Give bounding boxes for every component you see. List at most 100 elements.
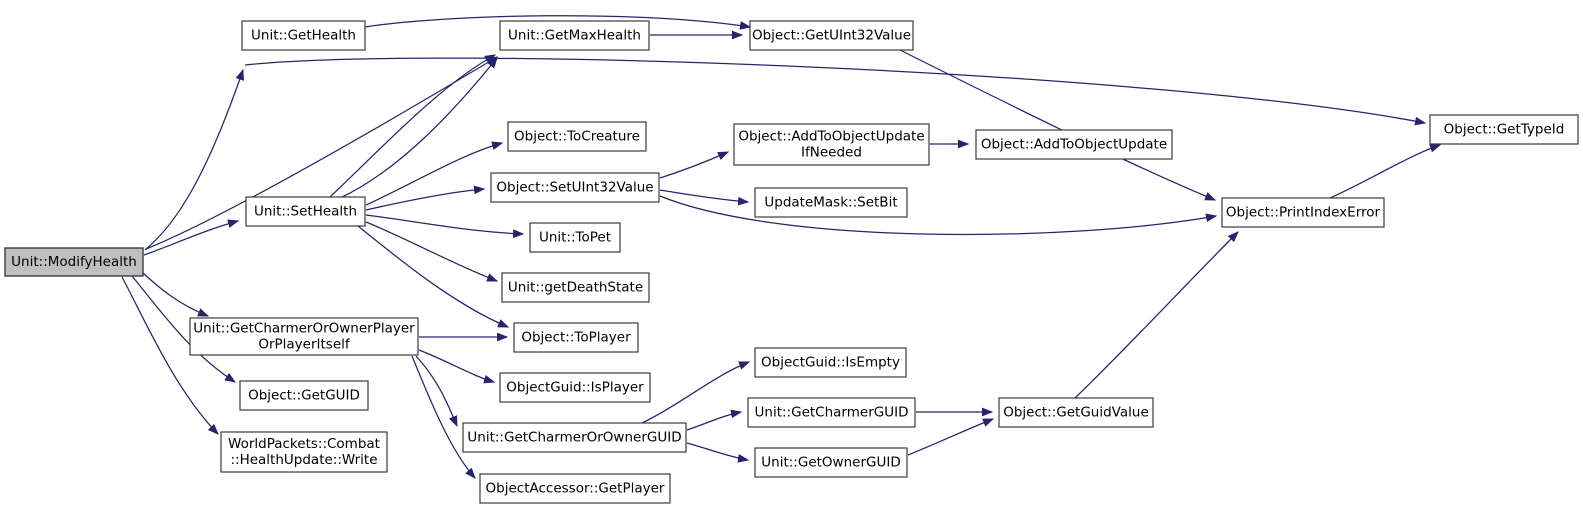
node-box-getownerguid[interactable] [754, 447, 908, 478]
node-box-getcharmerorownerguid[interactable] [462, 422, 687, 453]
graph-node-isplayer[interactable]: ObjectGuid::IsPlayer [499, 372, 651, 403]
node-box-getguidvalue[interactable] [998, 397, 1154, 428]
node-label-addtoobjectupdate: Object::AddToObjectUpdate [981, 137, 1167, 153]
graph-node-healthupdatewrite[interactable]: WorldPackets::Combat::HealthUpdate::Writ… [220, 431, 388, 473]
graph-node-getplayer[interactable]: ObjectAccessor::GetPlayer [479, 473, 671, 504]
node-box-getcharmerorownerplayerorplayeritself[interactable] [189, 317, 419, 356]
graph-node-getguidvalue[interactable]: Object::GetGuidValue [998, 397, 1154, 428]
call-edge-sethealth-to-toplayer [357, 225, 510, 328]
graph-node-getcharmerguid[interactable]: Unit::GetCharmerGUID [747, 397, 916, 428]
graph-node-gettypeid[interactable]: Object::GetTypeId [1429, 114, 1579, 145]
graph-node-getownerguid[interactable]: Unit::GetOwnerGUID [754, 447, 908, 478]
call-edge-modifyhealth-to-sethealth [143, 219, 240, 256]
node-label-getplayer: ObjectAccessor::GetPlayer [486, 481, 665, 497]
node-box-gethealth[interactable] [241, 20, 366, 51]
node-box-sethealth[interactable] [245, 196, 366, 227]
node-box-topet[interactable] [529, 222, 621, 253]
node-label-toplayer: Object::ToPlayer [521, 330, 631, 346]
graph-node-setuint32value[interactable]: Object::SetUInt32Value [490, 172, 660, 203]
node-label-getdeathstate: Unit::getDeathState [508, 280, 643, 296]
call-edge-printindexerror-to-gettypeid [1329, 144, 1442, 199]
node-box-getmaxhealth[interactable] [499, 20, 650, 51]
call-edge-modifyhealth-to-getguid [131, 275, 237, 383]
call-edge-sethealth-to-tocreature [365, 141, 504, 206]
node-label-gethealth: Unit::GetHealth [251, 28, 356, 44]
node-label-getcharmerorownerguid: Unit::GetCharmerOrOwnerGUID [467, 430, 681, 446]
node-label-getcharmerorownerplayerorplayeritself: OrPlayerItself [258, 337, 351, 353]
graph-node-getuint32value[interactable]: Object::GetUInt32Value [749, 20, 914, 51]
call-edge-sethealth-to-getmaxhealth [329, 54, 497, 198]
node-box-gettypeid[interactable] [1429, 114, 1579, 145]
call-edge-sethealth-to-setuint32value [365, 185, 486, 211]
edge-layer [121, 15, 1442, 479]
call-edge-modifyhealth-to-gethealth [144, 68, 244, 251]
graph-node-sethealth[interactable]: Unit::SetHealth [245, 196, 366, 227]
node-label-isempty: ObjectGuid::IsEmpty [761, 355, 900, 371]
node-label-printindexerror: Object::PrintIndexError [1226, 205, 1381, 221]
node-label-setbit: UpdateMask::SetBit [764, 195, 897, 211]
node-box-getuint32value[interactable] [749, 20, 914, 51]
node-label-getcharmerguid: Unit::GetCharmerGUID [755, 405, 909, 421]
node-box-healthupdatewrite[interactable] [220, 431, 388, 473]
node-label-getuint32value: Object::GetUInt32Value [752, 28, 911, 44]
graph-node-toplayer[interactable]: Object::ToPlayer [513, 322, 639, 353]
graph-node-getmaxhealth[interactable]: Unit::GetMaxHealth [499, 20, 650, 51]
call-edge-getcharmerorownerguid-to-getcharmerguid [686, 409, 743, 431]
node-box-isplayer[interactable] [499, 372, 651, 403]
graph-node-modifyhealth[interactable]: Unit::ModifyHealth [4, 247, 144, 277]
node-label-tocreature: Object::ToCreature [514, 129, 640, 145]
call-edge-sethealth-to-getmaxhealth2 [339, 57, 498, 199]
graph-node-getcharmerorownerguid[interactable]: Unit::GetCharmerOrOwnerGUID [462, 422, 687, 453]
call-edge-getuint32value-to-printindexerror [899, 49, 1217, 201]
node-box-modifyhealth[interactable] [4, 247, 144, 277]
graph-node-getcharmerorownerplayerorplayeritself[interactable]: Unit::GetCharmerOrOwnerPlayerOrPlayerIts… [189, 317, 419, 356]
call-edge-getcharmerorownerguid-to-isempty [639, 361, 751, 425]
node-box-toplayer[interactable] [513, 322, 639, 353]
node-box-addtoobjectupdate[interactable] [975, 129, 1173, 160]
call-edge-getguidvalue-to-printindexerror [1074, 231, 1239, 399]
node-box-getdeathstate[interactable] [501, 272, 650, 303]
graph-node-gethealth[interactable]: Unit::GetHealth [241, 20, 366, 51]
graph-node-printindexerror[interactable]: Object::PrintIndexError [1221, 197, 1385, 228]
graph-node-addtoobjectupdate[interactable]: Object::AddToObjectUpdate [975, 129, 1173, 160]
node-label-isplayer: ObjectGuid::IsPlayer [506, 380, 644, 396]
graph-node-isempty[interactable]: ObjectGuid::IsEmpty [754, 347, 907, 378]
call-edge-getcharmerorownerplayerorplayeritself-to-getplayer [411, 355, 476, 479]
node-label-healthupdatewrite: ::HealthUpdate::Write [230, 452, 377, 468]
node-box-printindexerror[interactable] [1221, 197, 1385, 228]
call-edge-modifyhealth-to-healthupdatewrite [121, 276, 219, 435]
node-box-isempty[interactable] [754, 347, 907, 378]
call-edge-getownerguid-to-getguidvalue [907, 418, 995, 456]
node-label-modifyhealth: Unit::ModifyHealth [11, 254, 137, 270]
call-edge-setuint32value-to-setbit [659, 189, 750, 206]
graph-node-tocreature[interactable]: Object::ToCreature [507, 121, 647, 152]
graph-node-topet[interactable]: Unit::ToPet [529, 222, 621, 253]
call-edge-sethealth-to-getdeathstate [365, 221, 499, 282]
call-edge-sethealth-to-topet [365, 214, 525, 238]
node-box-getplayer[interactable] [479, 473, 671, 504]
node-label-addtoobjectupdateifneeded: Object::AddToObjectUpdate [738, 129, 924, 145]
node-box-getguid[interactable] [239, 380, 369, 411]
node-label-setuint32value: Object::SetUInt32Value [496, 180, 653, 196]
node-label-gettypeid: Object::GetTypeId [1444, 122, 1565, 138]
node-label-getcharmerorownerplayerorplayeritself: Unit::GetCharmerOrOwnerPlayer [193, 321, 415, 337]
node-label-topet: Unit::ToPet [539, 230, 611, 246]
node-box-setbit[interactable] [754, 187, 908, 218]
graph-node-getguid[interactable]: Object::GetGUID [239, 380, 369, 411]
node-box-setuint32value[interactable] [490, 172, 660, 203]
graph-node-setbit[interactable]: UpdateMask::SetBit [754, 187, 908, 218]
node-box-getcharmerguid[interactable] [747, 397, 916, 428]
node-box-addtoobjectupdateifneeded[interactable] [733, 123, 930, 166]
call-edge-getcharmerorownerplayerorplayeritself-to-isplayer [418, 349, 496, 384]
node-box-tocreature[interactable] [507, 121, 647, 152]
call-edge-getcharmerorownerguid-to-getownerguid [686, 442, 750, 463]
node-label-addtoobjectupdateifneeded: IfNeeded [801, 145, 862, 161]
call-edge-setuint32value-to-addtoobjectupdateifneeded [659, 151, 730, 179]
call-edge-modifyhealth-to-getcharmerorownerplayerorplayeritself [141, 271, 210, 317]
node-label-healthupdatewrite: WorldPackets::Combat [228, 436, 380, 452]
graph-node-getdeathstate[interactable]: Unit::getDeathState [501, 272, 650, 303]
call-edge-gethealth-to-getuint32value [364, 15, 752, 30]
